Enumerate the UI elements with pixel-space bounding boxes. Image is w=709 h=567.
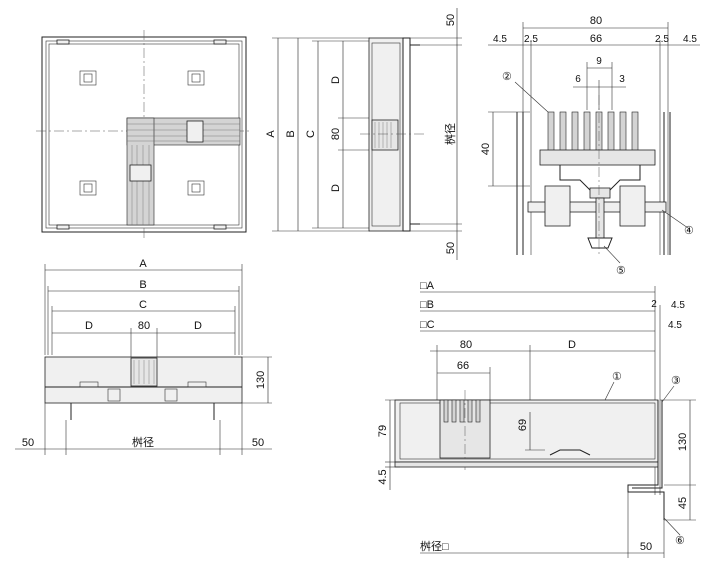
callout-3: ③ bbox=[671, 375, 681, 387]
dim-label-B-front: B bbox=[139, 279, 146, 291]
front-elevation bbox=[15, 264, 272, 455]
dim-label-50-section: 50 bbox=[640, 541, 652, 553]
dim-label-2-5-left: 2.5 bbox=[524, 34, 538, 45]
callout-1: ① bbox=[612, 371, 622, 383]
dim-label-C-front: C bbox=[139, 299, 147, 311]
dim-label-C: C bbox=[305, 130, 317, 138]
dim-label-9: 9 bbox=[596, 56, 602, 67]
dim-label-80-top: 80 bbox=[590, 15, 602, 27]
dim-label-80-section: 80 bbox=[460, 339, 472, 351]
dim-label-50-top: 50 bbox=[445, 14, 457, 26]
dim-label-3: 3 bbox=[619, 74, 625, 85]
dim-label-69: 69 bbox=[517, 419, 529, 431]
dim-label-D-front-right: D bbox=[194, 320, 202, 332]
dim-label-A: A bbox=[265, 130, 277, 138]
dim-label-80-side: 80 bbox=[330, 128, 342, 140]
section-view bbox=[385, 286, 696, 558]
dim-label-40: 40 bbox=[480, 143, 492, 155]
side-view bbox=[272, 8, 462, 260]
plan-view bbox=[36, 30, 252, 238]
dim-label-2: 2 bbox=[651, 299, 657, 310]
dim-label-66-section: 66 bbox=[457, 360, 469, 372]
dim-label-D-upper: D bbox=[330, 76, 342, 84]
dim-label-masukei-side: 桝径 bbox=[443, 123, 457, 145]
dim-label-masukei-front: 桝径 bbox=[132, 435, 154, 449]
dim-label-4-5-left: 4.5 bbox=[493, 34, 507, 45]
dim-label-4-5-section-b: 4.5 bbox=[671, 300, 685, 311]
callout-2: ② bbox=[502, 71, 512, 83]
detail-view bbox=[488, 22, 700, 264]
dim-label-D-front-left: D bbox=[85, 320, 93, 332]
dimension-labels: A B C D 80 D 50 桝径 50 80 4.5 2.5 66 2.5 … bbox=[22, 14, 698, 553]
dim-label-50-front-left: 50 bbox=[22, 437, 34, 449]
dim-label-D-section: D bbox=[568, 339, 576, 351]
dim-label-45: 45 bbox=[677, 497, 689, 509]
dim-label-boxA: □A bbox=[420, 280, 435, 292]
dim-label-A-front: A bbox=[139, 258, 147, 270]
dim-label-4-5-section-v: 4.5 bbox=[377, 469, 389, 484]
dim-label-130-section: 130 bbox=[677, 433, 689, 451]
dim-label-130-front: 130 bbox=[255, 371, 267, 389]
callout-5: ⑤ bbox=[616, 265, 626, 277]
dim-label-masukei-box: 桝径□ bbox=[420, 539, 449, 553]
dim-label-B: B bbox=[285, 130, 297, 137]
dim-label-4-5-section-c: 4.5 bbox=[668, 320, 682, 331]
dim-label-boxB: □B bbox=[420, 299, 434, 311]
dim-label-79: 79 bbox=[377, 425, 389, 437]
callout-4: ④ bbox=[684, 225, 694, 237]
callout-6: ⑥ bbox=[675, 535, 685, 547]
dim-label-6: 6 bbox=[575, 74, 581, 85]
dim-label-50-bottom: 50 bbox=[445, 242, 457, 254]
dim-label-66-top: 66 bbox=[590, 33, 602, 45]
dim-label-boxC: □C bbox=[420, 319, 435, 331]
dim-label-D-lower: D bbox=[330, 184, 342, 192]
dim-label-2-5-right: 2.5 bbox=[655, 34, 669, 45]
dim-label-80-front: 80 bbox=[138, 320, 150, 332]
dim-label-50-front-right: 50 bbox=[252, 437, 264, 449]
dim-label-4-5-right: 4.5 bbox=[683, 34, 697, 45]
